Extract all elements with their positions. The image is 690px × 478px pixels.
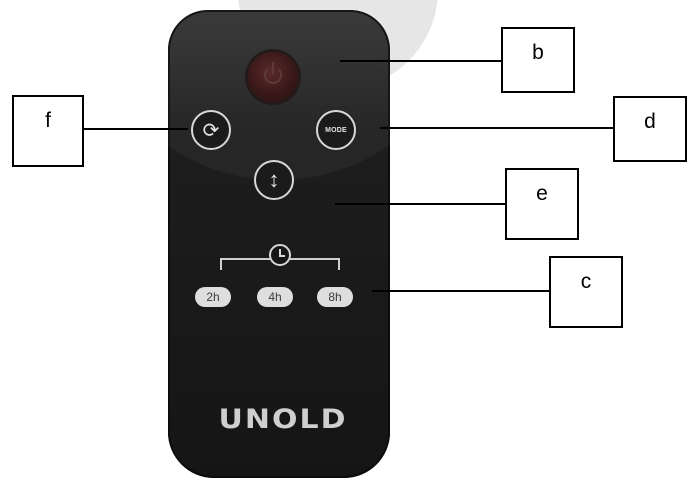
leader-line-d — [380, 127, 613, 129]
callout-box-c: c — [549, 256, 623, 328]
callout-box-f: f — [12, 95, 84, 167]
callout-label-c: c — [580, 270, 592, 293]
timer-8h-button[interactable]: 8h — [317, 287, 353, 307]
callout-label-e: e — [536, 182, 548, 205]
leader-line-b — [340, 60, 501, 62]
mode-button[interactable]: MODE — [316, 110, 356, 150]
power-button[interactable] — [248, 52, 298, 102]
callout-label-b: b — [532, 41, 544, 64]
callout-label-f: f — [45, 109, 51, 132]
leader-line-f — [84, 128, 188, 130]
brand-logo: UNOLD — [218, 403, 348, 436]
clock-icon — [269, 244, 291, 266]
callout-box-b: b — [501, 27, 575, 93]
timer-2h-button[interactable]: 2h — [195, 287, 231, 307]
callout-box-e: e — [505, 168, 579, 240]
callout-label-d: d — [644, 110, 656, 133]
mode-button-label: MODE — [325, 126, 347, 134]
fan-speed-icon: ↕ — [268, 167, 280, 192]
oscillation-button[interactable]: ⟳ — [191, 110, 231, 150]
fan-speed-button[interactable]: ↕ — [254, 160, 294, 200]
timer-4h-button[interactable]: 4h — [257, 287, 293, 307]
callout-box-d: d — [613, 96, 687, 162]
leader-line-e — [335, 203, 505, 205]
oscillation-icon: ⟳ — [202, 119, 220, 142]
leader-line-c — [372, 290, 549, 292]
